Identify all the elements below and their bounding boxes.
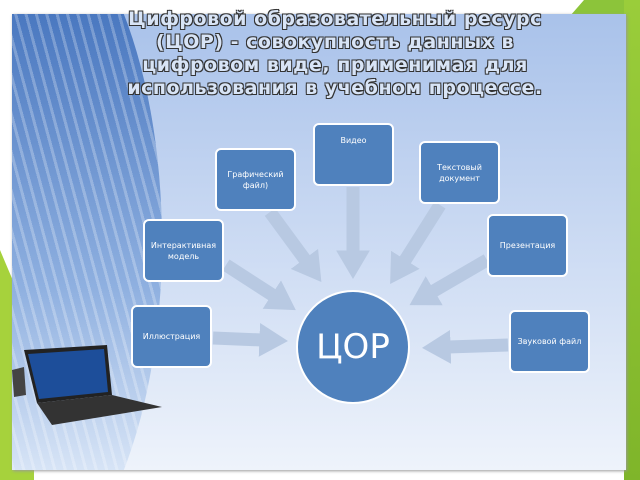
arrow-illustration: [212, 323, 288, 357]
green-decor-right: [624, 0, 640, 480]
node-graphic-file: Графический файл): [215, 148, 296, 211]
node-presentation: Презентация: [487, 214, 568, 277]
node-interactive-model: Интерактивная модель: [143, 219, 224, 282]
node-sound-file: Звуковой файл: [509, 310, 590, 373]
node-video: Видео: [313, 123, 394, 186]
arrow-text: [390, 201, 446, 284]
slide-title: Цифровой образовательный ресурс (ЦОР) - …: [127, 8, 543, 99]
arrow-presentation: [409, 254, 491, 306]
node-illustration: Иллюстрация: [131, 305, 212, 368]
center-node: ЦОР: [296, 290, 410, 404]
arrow-interactive: [222, 259, 296, 311]
green-decor-top: [570, 0, 640, 16]
arrow-sound: [422, 330, 509, 364]
laptop-image: [12, 345, 162, 425]
arrow-graphic: [264, 208, 322, 282]
node-text-document: Текстовый документ: [419, 141, 500, 204]
